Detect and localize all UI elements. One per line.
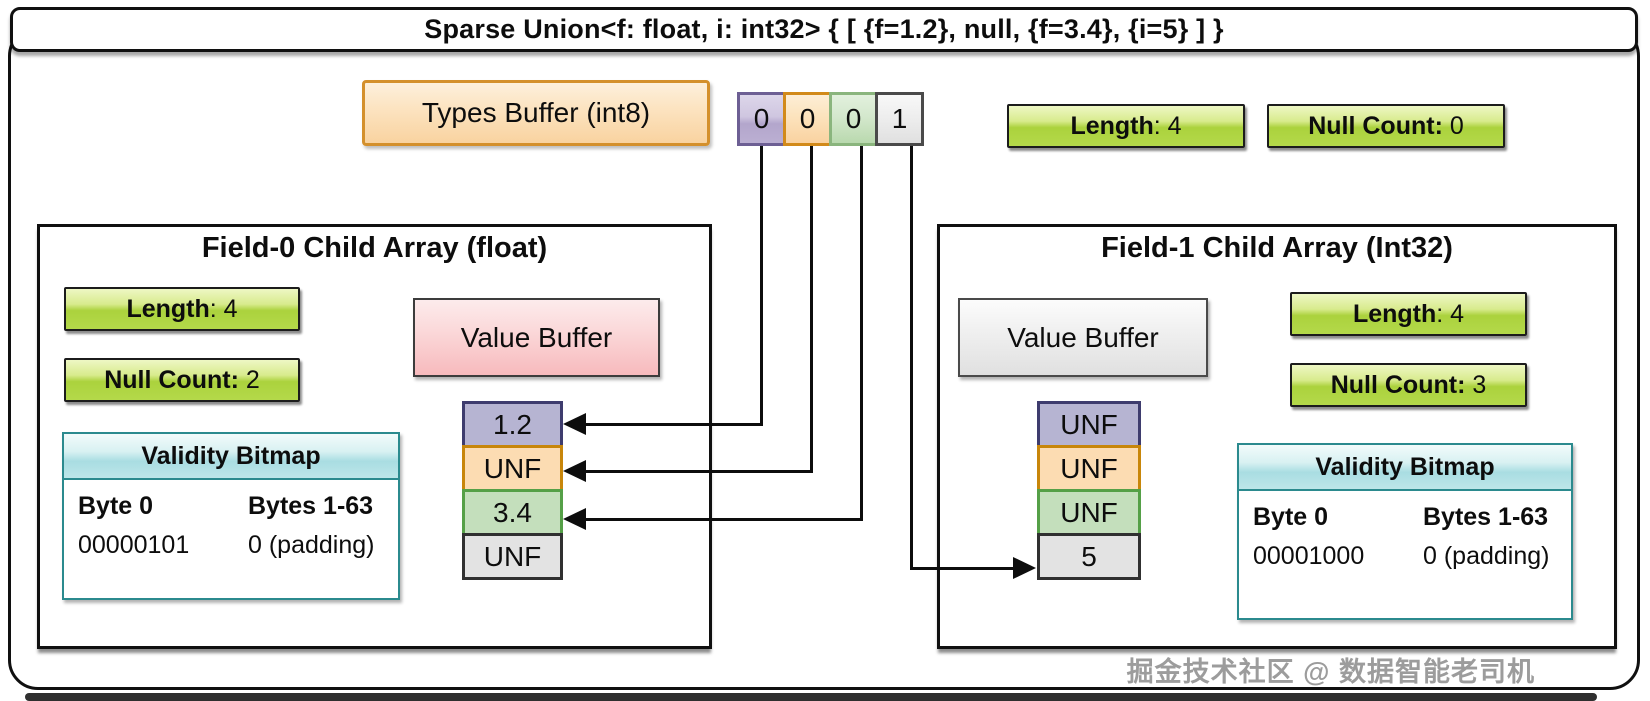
types-cell-2: 0 (829, 92, 878, 146)
field0-length-badge: Length: 4 (64, 287, 300, 331)
field0-validity-body: Byte 0 Bytes 1-63 00000101 0 (padding) (64, 480, 398, 570)
watermark-text: 掘金技术社区 @ 数据智能老司机 (1126, 657, 1535, 687)
field0-value-cell-2: 3.4 (462, 489, 563, 536)
null-count-label: Null Count: (1308, 111, 1443, 140)
bottom-shadow-bar (25, 693, 1597, 701)
field0-validity-header: Validity Bitmap (64, 434, 398, 480)
types-cell-0: 0 (737, 92, 786, 146)
field1-value-buffer-box: Value Buffer (958, 298, 1208, 377)
field1-value-cell-1: UNF (1037, 445, 1141, 492)
field1-null-count-value: 3 (1465, 370, 1487, 399)
arrowhead-to-field0-cell0 (563, 413, 586, 435)
field0-value-cell-3: UNF (462, 533, 563, 580)
field0-value-cell-0: 1.2 (462, 401, 563, 448)
arrow-line-type3-vertical (910, 146, 913, 570)
field1-value-buffer-label: Value Buffer (1007, 321, 1159, 353)
field0-validity-col0-header: Byte 0 (78, 492, 154, 520)
field1-value-cell-0: UNF (1037, 401, 1141, 448)
field1-validity-body: Byte 0 Bytes 1-63 00001000 0 (padding) (1239, 491, 1571, 581)
field0-value-buffer-box: Value Buffer (413, 298, 660, 377)
length-value: : 4 (1153, 111, 1182, 140)
field0-validity-col1-header: Bytes 1-63 (248, 492, 374, 520)
diagram-title: Sparse Union<f: float, i: int32> { [ {f=… (424, 14, 1224, 44)
field0-value-cell-1: UNF (462, 445, 563, 492)
field0-null-count-label: Null Count: (104, 365, 239, 394)
arrow-line-type1-vertical (810, 146, 813, 473)
field1-validity-padding-value: 0 (padding) (1423, 542, 1550, 570)
field0-title: Field-0 Child Array (float) (201, 232, 548, 264)
types-buffer-cells: 0 0 0 1 (737, 92, 924, 146)
arrow-line-type0-vertical (760, 146, 763, 426)
field1-validity-bitmap: Validity Bitmap Byte 0 Bytes 1-63 000010… (1237, 443, 1573, 620)
arrowhead-to-field0-cell1 (563, 460, 586, 482)
arrow-line-type0-horizontal (578, 423, 763, 426)
types-cell-1: 0 (783, 92, 832, 146)
field0-validity-bitmap: Validity Bitmap Byte 0 Bytes 1-63 000001… (62, 432, 400, 600)
null-count-value: 0 (1442, 111, 1464, 140)
field1-null-count-badge: Null Count: 3 (1290, 363, 1527, 407)
field1-null-count-label: Null Count: (1330, 370, 1466, 399)
field1-length-badge: Length: 4 (1290, 292, 1527, 336)
field1-value-stack: UNF UNF UNF 5 (1037, 401, 1141, 580)
types-buffer-label: Types Buffer (int8) (421, 97, 651, 128)
arrow-line-type3-horizontal (910, 567, 1015, 570)
field1-validity-byte0-value: 00001000 (1253, 542, 1365, 570)
arrowhead-to-field0-cell2 (563, 508, 586, 530)
arrow-line-type1-horizontal (578, 470, 813, 473)
field1-value-cell-3: 5 (1037, 533, 1141, 580)
field1-validity-col1-header: Bytes 1-63 (1423, 503, 1549, 531)
union-length-badge: Length: 4 (1007, 104, 1245, 148)
arrow-line-type2-horizontal (578, 518, 863, 521)
field0-value-stack: 1.2 UNF 3.4 UNF (462, 401, 563, 580)
types-cell-3: 1 (875, 92, 924, 146)
field0-validity-padding-value: 0 (padding) (248, 531, 375, 559)
field0-null-count-value: 2 (238, 365, 260, 394)
arrowhead-to-field1-cell3 (1013, 557, 1036, 579)
types-buffer-label-box: Types Buffer (int8) (362, 80, 710, 146)
field0-null-count-badge: Null Count: 2 (64, 358, 300, 402)
field0-validity-byte0-value: 00000101 (78, 531, 190, 559)
field1-length-label: Length (1352, 299, 1437, 328)
title-bar: Sparse Union<f: float, i: int32> { [ {f=… (10, 7, 1638, 52)
field1-validity-header: Validity Bitmap (1239, 445, 1571, 491)
field0-value-buffer-label: Value Buffer (460, 321, 613, 353)
length-label: Length (1070, 111, 1154, 140)
field0-length-value: : 4 (209, 294, 238, 323)
arrow-line-type2-vertical (860, 146, 863, 521)
union-null-count-badge: Null Count: 0 (1267, 104, 1505, 148)
field0-validity-title: Validity Bitmap (141, 441, 321, 470)
field1-title: Field-1 Child Array (Int32) (1101, 232, 1453, 264)
field1-validity-col0-header: Byte 0 (1253, 503, 1329, 531)
field1-value-cell-2: UNF (1037, 489, 1141, 536)
field1-length-value: : 4 (1436, 299, 1465, 328)
field1-validity-title: Validity Bitmap (1315, 452, 1495, 481)
field0-length-label: Length (126, 294, 210, 323)
